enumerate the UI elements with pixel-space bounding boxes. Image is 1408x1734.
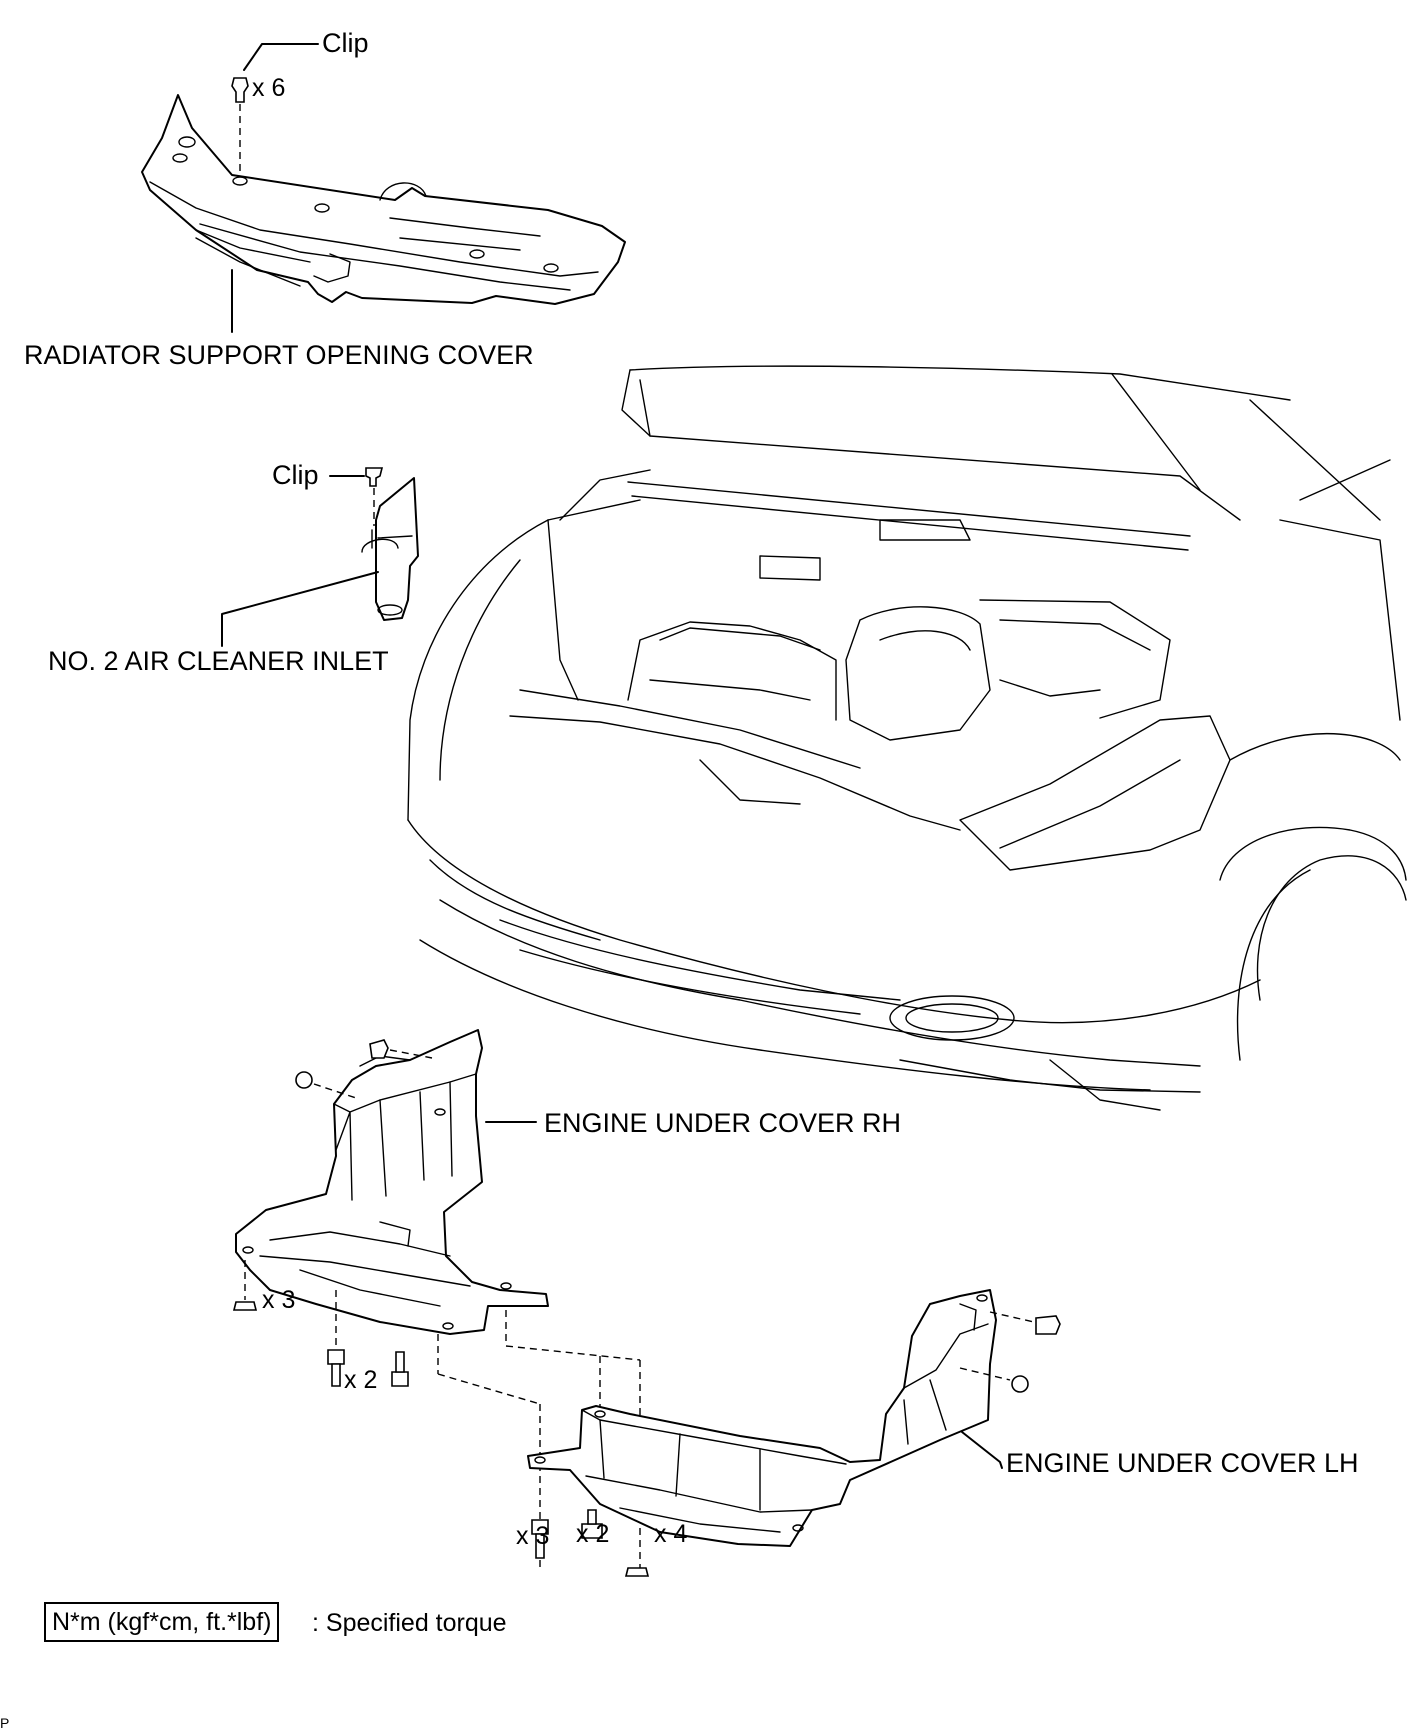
- lh-clip-quantity: x 4: [654, 1520, 688, 1548]
- lh-screw-1: [581, 1509, 603, 1539]
- lh-clip-1: [624, 1567, 650, 1577]
- air-cleaner-leader: [221, 571, 379, 647]
- torque-legend-box: N*m (kgf*cm, ft.*lbf): [44, 1602, 280, 1642]
- clip-top-leader: [243, 43, 319, 71]
- lh-leader: [961, 1431, 1003, 1469]
- rh-clip-lower: [232, 1260, 258, 1311]
- torque-legend-description: : Specified torque: [312, 1609, 507, 1637]
- rh-bolt-quantity: x 2: [344, 1366, 378, 1394]
- torque-legend-unit: N*m (kgf*cm, ft.*lbf): [52, 1608, 272, 1636]
- air-cleaner-inlet: [361, 477, 419, 621]
- rh-bolt-1: [327, 1290, 345, 1387]
- under-cover-lh-label: ENGINE UNDER COVER LH: [1006, 1448, 1359, 1478]
- rh-clip-quantity: x 3: [262, 1286, 296, 1314]
- lh-bolt-1: [531, 1519, 549, 1559]
- vehicle-front-end: [407, 365, 1407, 1111]
- rh-clip-upper-2: [295, 1071, 357, 1099]
- engine-under-cover-lh: [527, 1289, 997, 1547]
- lh-bolt-side: [959, 1367, 1029, 1393]
- lh-clip-upper: [989, 1311, 1061, 1335]
- lh-bolt-quantity: x 3: [516, 1522, 550, 1550]
- radiator-support-opening-cover: [141, 94, 626, 305]
- clip-top-label: Clip: [322, 28, 369, 58]
- air-cleaner-label: NO. 2 AIR CLEANER INLET: [48, 646, 389, 676]
- rh-clip-upper-1: [369, 1039, 433, 1059]
- under-cover-rh-label: ENGINE UNDER COVER RH: [544, 1108, 902, 1138]
- clip-mid-label: Clip: [272, 460, 319, 490]
- rh-bolt-2: [391, 1351, 409, 1387]
- figure-code: P: [0, 1715, 10, 1731]
- clip-top-quantity: x 6: [252, 74, 286, 102]
- rh-lh-link-5: [505, 1345, 641, 1361]
- radiator-cover-label: RADIATOR SUPPORT OPENING COVER: [24, 340, 534, 370]
- engine-under-cover-rh: [235, 1029, 549, 1335]
- clip-top-fastener: [231, 77, 249, 176]
- clip-mid-fastener: [365, 467, 384, 526]
- lh-screw-quantity: x 2: [576, 1520, 610, 1548]
- rh-lh-link-2: [437, 1373, 541, 1405]
